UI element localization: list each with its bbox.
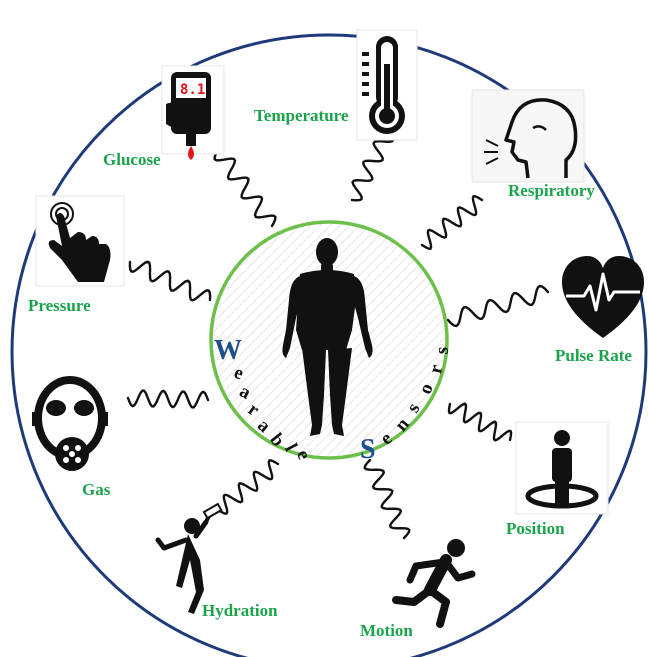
caption-letter-S: S (360, 434, 376, 465)
label-pressure: Pressure (28, 296, 91, 315)
label-gas: Gas (82, 480, 111, 499)
respiration-head-icon (472, 90, 584, 182)
glucose-reading: 8.1 (180, 82, 205, 98)
glucose-meter-icon: 8.1 (162, 66, 224, 160)
thermometer-icon (357, 30, 417, 140)
label-respiratory: Respiratory (508, 181, 595, 200)
label-glucose: Glucose (103, 150, 161, 169)
label-position: Position (506, 519, 565, 538)
label-pulse-rate: Pulse Rate (555, 346, 632, 365)
person-position-icon (516, 422, 608, 514)
label-hydration: Hydration (202, 601, 278, 620)
label-temperature: Temperature (254, 106, 349, 125)
label-motion: Motion (360, 621, 413, 640)
finger-press-icon (36, 196, 124, 286)
